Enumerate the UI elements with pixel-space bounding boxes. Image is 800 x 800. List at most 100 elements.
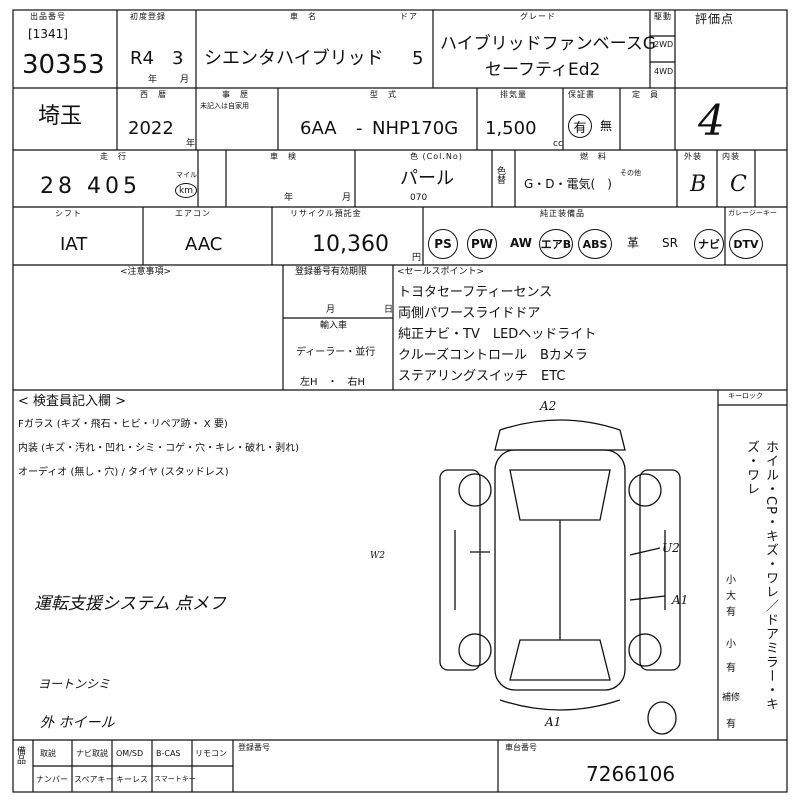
label-inspector: < 検査員記入欄 > [18, 394, 127, 409]
label-notes: <注意事項> [120, 267, 172, 277]
warranty-yes: 有 [568, 114, 592, 138]
inspector-interior: 内装 (キズ・汚れ・凹れ・シミ・コゲ・穴・キレ・破れ・剥れ) [18, 443, 299, 454]
damage-mark: A1 [672, 593, 689, 607]
unit-tsuki: 月 [180, 75, 190, 85]
doors-value: 5 [412, 48, 424, 69]
equip-dtv: DTV [729, 229, 763, 259]
lot-code: [1341] [28, 27, 68, 41]
equip-abs: ABS [578, 229, 612, 259]
car-damage-diagram [439, 419, 681, 711]
prefecture: 埼玉 [38, 104, 83, 129]
sales-point: 純正ナビ・TV LEDヘッドライト [398, 327, 597, 342]
mileage-unit-km: km [175, 183, 197, 198]
damage-mark: A2 [540, 399, 557, 413]
sales-point: トヨタセーフティーセンス [398, 285, 553, 300]
first-reg-era: R4 [130, 48, 154, 69]
color-code: 070 [410, 193, 428, 203]
exterior-grade: B [690, 172, 707, 197]
unit-cc: cc [553, 139, 563, 149]
equip-ps: PS [428, 229, 458, 259]
unit-nen: 年 [148, 75, 158, 85]
import-left-right: 左H ・ 右H [300, 377, 366, 388]
damage-mark: A1 [545, 715, 562, 729]
fuel-other: その他 [620, 169, 641, 177]
label-exterior: 外装 [684, 152, 702, 161]
label-grade: グレード [520, 12, 556, 21]
equip-pw: PW [467, 229, 497, 259]
label-model: 型 式 [370, 90, 397, 99]
prep-item: ナビ取説 [76, 749, 108, 758]
fuel-options: G・D・電気( ) [524, 177, 612, 191]
side-legend: ホイル・CP・キズ・ワレ／ドアミラー・キズ・ワレ [744, 440, 778, 711]
label-fuel: 燃 料 [580, 152, 607, 161]
prep-item: リモコン [195, 749, 227, 758]
unit-nen2: 年 [186, 139, 196, 149]
inspector-audio: オーディオ (無し・穴) / タイヤ (スタッドレス) [18, 467, 229, 478]
equip-airbag: エアB [539, 229, 573, 259]
sales-point: ステアリングスイッチ ETC [398, 369, 566, 384]
prep-item: OM/SD [116, 749, 144, 758]
label-first-reg: 初度登録 [130, 12, 166, 21]
model-code: NHP170G [372, 118, 459, 139]
label-prep: 備品 [17, 747, 27, 766]
shift-value: IAT [60, 234, 88, 255]
equip-aw: AW [510, 236, 532, 250]
side-sub: 大 [726, 591, 736, 602]
label-capacity: 定 員 [632, 90, 659, 99]
interior-grade: C [730, 172, 747, 197]
label-mileage: 走 行 [100, 152, 127, 161]
label-lot: 出品番号 [30, 12, 66, 21]
aircon-value: AAC [185, 234, 223, 255]
inspector-note2: ヨートンシミ [38, 677, 111, 691]
prep-item: B-CAS [156, 749, 181, 758]
wheel-mark-icon [647, 701, 677, 735]
label-reg-valid: 登録番号有効期限 [295, 267, 368, 277]
label-doors: ドア [400, 12, 418, 21]
side-sub: 有 [726, 607, 736, 618]
prep-item: スマートキー [154, 775, 196, 783]
year-value: 2022 [128, 118, 174, 139]
side-sub: 小 [726, 575, 736, 586]
label-frame-no: 車台番号 [505, 743, 537, 752]
recycle-value: 10,360 [312, 232, 389, 257]
equip-leather: 革 [627, 236, 640, 250]
label-shift: シフト [55, 209, 82, 218]
label-equipment: 純正装備品 [540, 209, 585, 218]
reg-month: 月 [326, 305, 336, 315]
equip-sr: SR [662, 236, 678, 250]
label-2wd: 2WD [654, 40, 674, 49]
lot-number: 30353 [22, 50, 105, 80]
label-drive: 駆動 [654, 12, 672, 21]
side-sub: 有 [726, 719, 736, 730]
color-name: パール [400, 168, 454, 189]
label-inspection: 車 検 [270, 152, 297, 161]
inspector-note1: 運転支援システム 点メフ [34, 594, 226, 614]
sales-point: 両側パワースライドドア [398, 306, 541, 321]
label-displacement: 排気量 [500, 90, 527, 99]
history-note: 未記入は自家用 [200, 102, 249, 110]
grade-line2: セーフティEd2 [485, 60, 601, 80]
inspector-glass: Fガラス (キズ・飛石・ヒビ・リペア跡・ X 要) [18, 419, 228, 430]
warranty-no: 無 [600, 119, 613, 133]
import-dealer: ディーラー・並行 [296, 347, 376, 358]
label-interior: 内装 [722, 152, 740, 161]
score-value: 4 [698, 96, 725, 145]
label-car-name: 車 名 [290, 12, 317, 21]
label-history: 事 歴 [222, 90, 249, 99]
damage-mark: U2 [662, 541, 680, 555]
side-sub: 有 [726, 663, 736, 674]
car-name: シエンタハイブリッド [204, 48, 384, 69]
mileage-unit-mile: マイル [176, 171, 197, 179]
label-color: 色 (Col.No) [410, 152, 463, 161]
label-reg-date: 登録番号 [238, 743, 270, 752]
side-sub: 小 [726, 639, 736, 650]
label-key: キーロック [728, 392, 763, 400]
side-sub: 補修 [722, 693, 741, 703]
label-warranty: 保証書 [568, 90, 595, 99]
frame-number: 7266106 [586, 762, 676, 786]
model-dash: - [356, 118, 363, 139]
inspector-note3: 外 ホイール [40, 715, 115, 731]
prep-item: キーレス [116, 775, 148, 784]
